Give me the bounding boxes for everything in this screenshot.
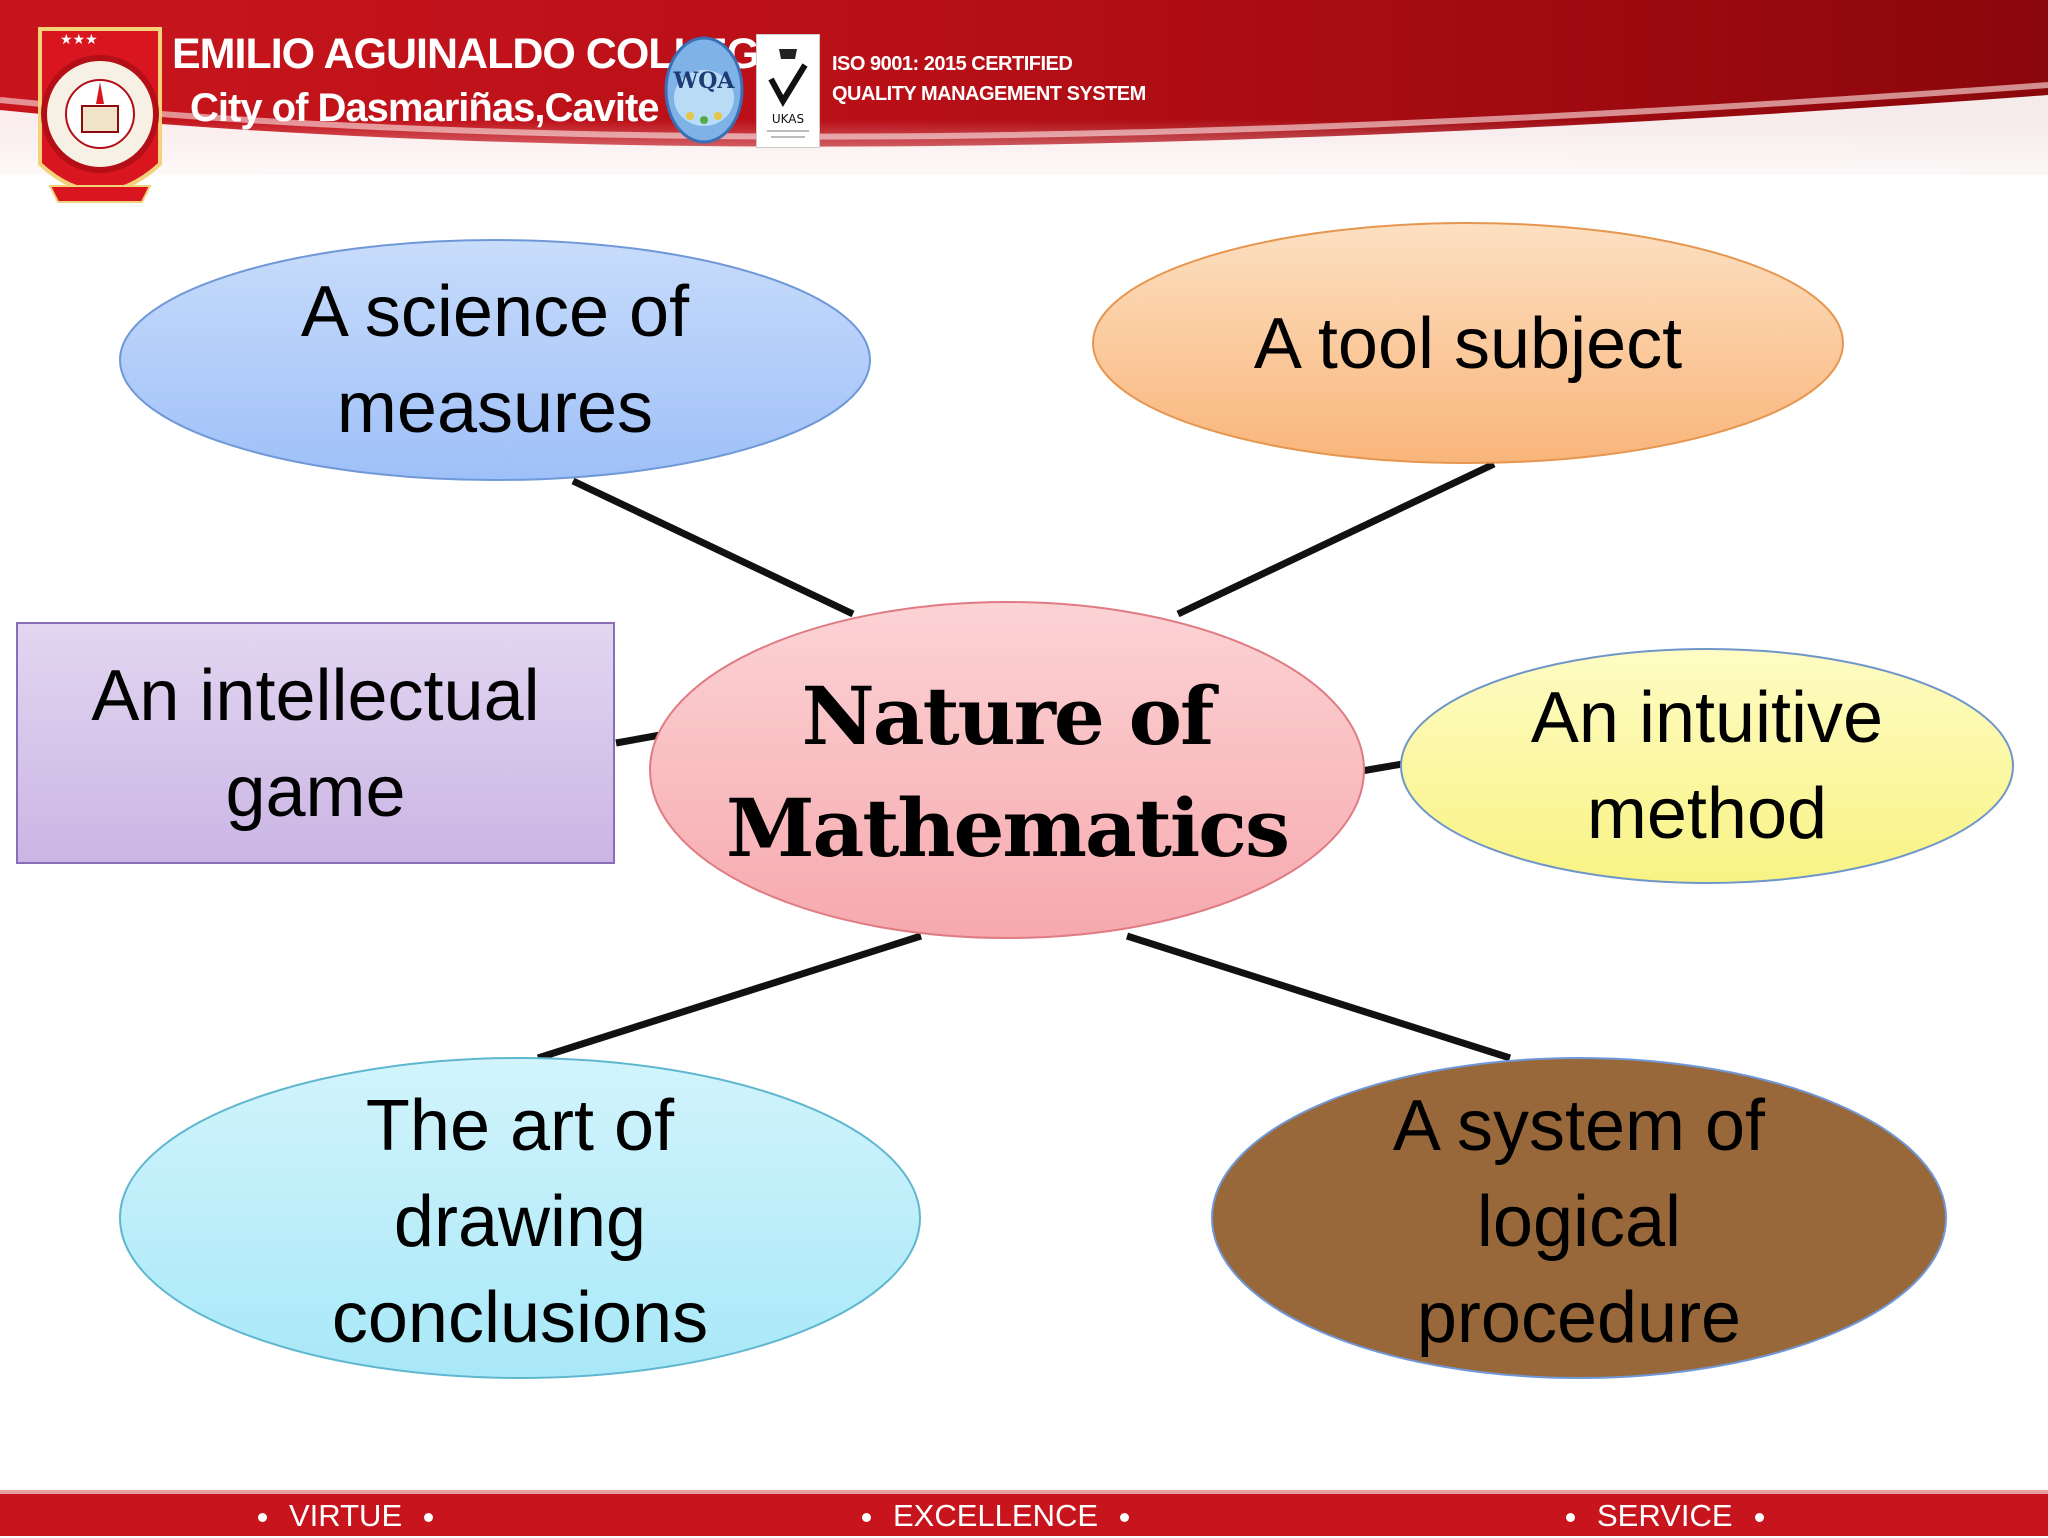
svg-text:WQA: WQA [673,68,736,94]
node-intellectual-game-label: An intellectual game [17,648,614,840]
node-intellectual-game-line1: An intellectual [91,656,540,736]
iso-certification-line1: ISO 9001: 2015 CERTIFIED [832,53,1073,75]
node-science-of-measures-shape [119,239,871,481]
center-node-label: Nature of Mathematics [650,660,1364,884]
connector-tool-subject [1176,460,1496,618]
node-intuitive-method-label: An intuitive method [1401,670,2013,862]
motto-virtue: VIRTUE [236,1494,455,1536]
bullet-dot [1120,1513,1130,1523]
iso-certification-line2: QUALITY MANAGEMENT SYSTEM [832,83,1146,105]
connector-art-of-drawing-conclusions [536,932,923,1062]
node-science-of-measures-line1: A science of [300,272,690,352]
footer-bar [0,1494,2048,1536]
svg-text:UKAS: UKAS [772,112,804,126]
node-intuitive-method-shape [1400,648,2014,884]
node-system-line2: logical [1476,1182,1682,1262]
header-banner [0,0,2048,175]
node-art-of-drawing-conclusions-label: The art of drawing conclusions [120,1078,920,1366]
motto-service: SERVICE [1544,1494,1786,1536]
node-intuitive-method-line2: method [1586,774,1828,854]
node-tool-subject-shape [1092,222,1844,464]
center-node-line2: Mathematics [726,781,1290,875]
node-tool-subject-label: A tool subject [1093,296,1843,392]
motto-virtue-label: VIRTUE [289,1498,403,1533]
svg-text:★★★: ★★★ [60,32,98,48]
bullet-dot [1566,1513,1575,1523]
node-system-line1: A system of [1392,1086,1766,1166]
node-art-line1: The art of [365,1086,675,1166]
motto-excellence: EXCELLENCE [840,1494,1151,1536]
node-intuitive-method-line1: An intuitive [1530,678,1884,758]
node-system-of-logical-procedure-shape [1211,1057,1947,1379]
bullet-dot [258,1513,267,1523]
wqa-logo: WQA [664,36,744,144]
center-node-line1: Nature of [801,669,1215,763]
node-science-of-measures-line2: measures [336,368,654,448]
node-art-of-drawing-conclusions-shape [119,1057,921,1379]
header-fade [0,120,2048,175]
ukas-logo: UKAS [756,34,820,148]
node-science-of-measures-label: A science of measures [120,270,870,450]
bullet-dot [1754,1513,1764,1523]
motto-service-label: SERVICE [1597,1498,1733,1533]
motto-excellence-label: EXCELLENCE [893,1498,1099,1533]
footer-divider [0,1490,2048,1494]
node-intellectual-game-line2: game [225,752,406,832]
center-node-shape [649,601,1365,939]
node-tool-subject-line1: A tool subject [1253,304,1683,384]
connector-system-of-logical-procedure [1125,932,1512,1062]
connector-science-of-measures [571,477,855,618]
bullet-dot [424,1513,434,1523]
bullet-dot [862,1513,871,1523]
college-city: City of Dasmariñas,Cavite [190,86,660,130]
node-art-line2: drawing [393,1182,647,1262]
node-intellectual-game-shape [16,622,615,864]
node-system-of-logical-procedure-label: A system of logical procedure [1212,1078,1946,1366]
node-art-line3: conclusions [331,1278,709,1358]
node-system-line3: procedure [1416,1278,1742,1358]
college-seal-logo: ★★★ [38,27,162,203]
